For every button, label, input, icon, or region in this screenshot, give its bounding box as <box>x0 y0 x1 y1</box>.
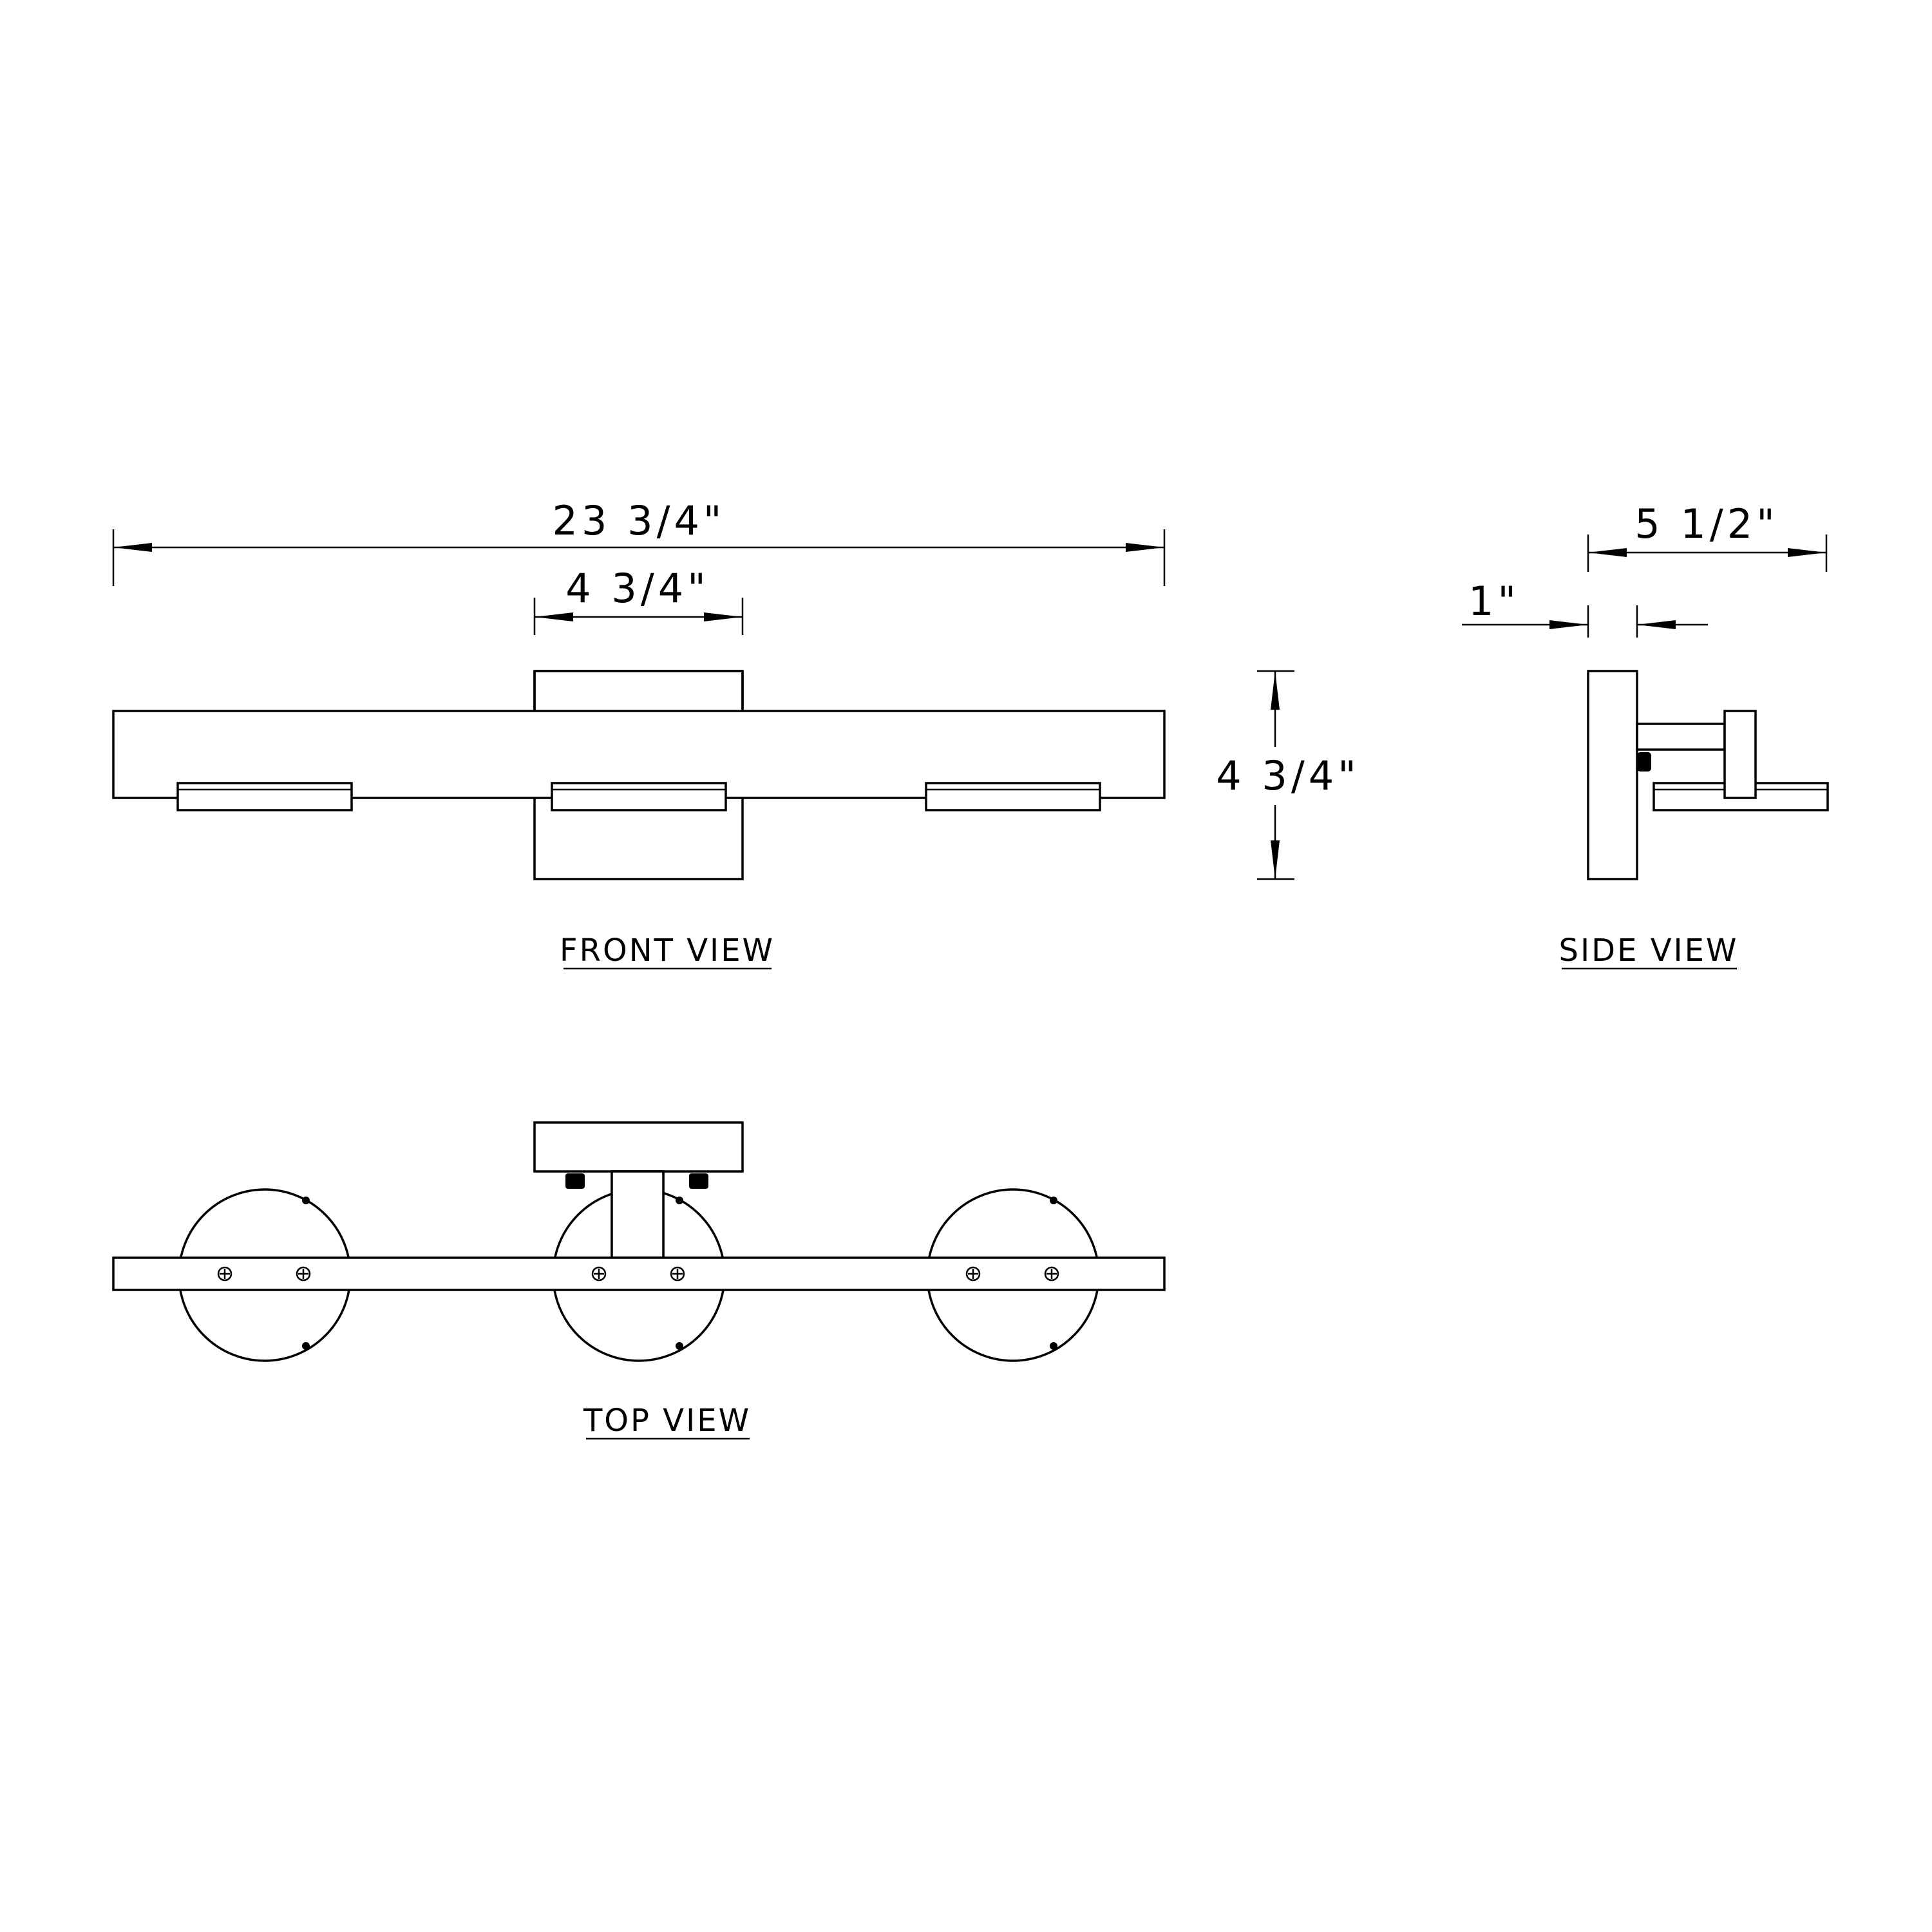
top-view: TOP VIEW <box>112 1121 1166 1440</box>
overall-width-label: 23 3/4" <box>553 497 726 544</box>
nut-right <box>689 1173 708 1189</box>
backplate-side <box>1587 670 1638 880</box>
overall-width-dimension: 23 3/4" <box>112 497 1166 586</box>
front-view: 23 3/4" 4 3/4" <box>112 497 1359 970</box>
shade-center <box>551 782 727 811</box>
mount-block-side <box>1723 710 1757 799</box>
nut-left <box>565 1173 585 1189</box>
backplate-depth-label: 1" <box>1468 578 1520 625</box>
canopy-width-dimension: 4 3/4" <box>533 565 744 635</box>
arm-side <box>1636 723 1726 751</box>
front-view-title: FRONT VIEW <box>560 933 775 969</box>
shade-right <box>925 782 1101 811</box>
extension-dimension: 5 1/2" <box>1587 500 1828 572</box>
screw-side <box>1637 752 1651 772</box>
fixture-bar-top <box>112 1256 1166 1291</box>
backplate-top <box>533 1121 744 1173</box>
shade-left <box>176 782 353 811</box>
height-label: 4 3/4" <box>1216 752 1359 799</box>
extension-label: 5 1/2" <box>1634 500 1778 547</box>
screw-icon <box>217 1266 1059 1282</box>
height-dimension: 4 3/4" <box>1216 670 1359 880</box>
side-view-title: SIDE VIEW <box>1559 933 1739 969</box>
side-view: 5 1/2" 1" SIDE VIEW <box>1462 500 1829 970</box>
backplate-depth-dimension: 1" <box>1462 578 1708 638</box>
top-view-title: TOP VIEW <box>583 1403 751 1439</box>
canopy-width-label: 4 3/4" <box>565 565 709 612</box>
